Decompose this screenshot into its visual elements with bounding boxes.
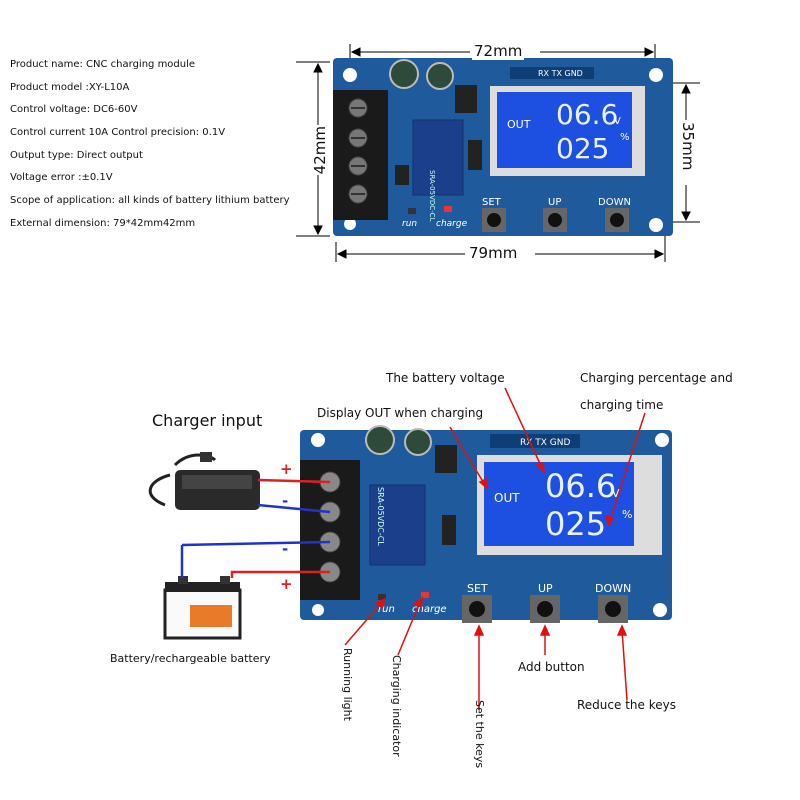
set-keys-label: Set the keys xyxy=(473,700,486,769)
battery-label: Battery/rechargeable battery xyxy=(110,652,271,665)
dim-top-72: 72mm xyxy=(472,42,525,60)
relay xyxy=(412,119,464,196)
charger-adapter-icon xyxy=(148,452,260,510)
bottom-wiring-figure: SRA-05VDC-CL RX TX GND OUT 06.6 V 025 % … xyxy=(148,387,672,710)
top-lcd xyxy=(497,92,632,168)
spec-voltage-error: Voltage error :±0.1V xyxy=(10,172,113,183)
battery-voltage-label: The battery voltage xyxy=(386,371,505,385)
svg-text:OUT: OUT xyxy=(507,118,531,131)
svg-text:SRA-05VDC-CL: SRA-05VDC-CL xyxy=(428,170,436,222)
callout-arrows xyxy=(344,387,646,710)
spec-dimension: External dimension: 79*42mm42mm xyxy=(10,218,196,229)
minus-top: - xyxy=(282,492,289,510)
svg-text:SRA-05VDC-CL: SRA-05VDC-CL xyxy=(376,487,385,546)
svg-text:run: run xyxy=(378,604,395,615)
dim-right-35: 35mm xyxy=(677,122,699,171)
spec-control-current: Control current 10A Control precision: 0… xyxy=(10,127,226,138)
svg-text:%: % xyxy=(622,508,632,521)
svg-text:V: V xyxy=(612,487,620,500)
charging-time-label: charging time xyxy=(580,398,664,412)
top-header-label: RX TX GND xyxy=(538,69,583,78)
svg-text:V: V xyxy=(614,116,621,127)
reduce-keys-label: Reduce the keys xyxy=(577,698,676,712)
plus-top: + xyxy=(280,460,293,478)
battery-icon xyxy=(163,576,242,640)
svg-text:DOWN: DOWN xyxy=(595,582,631,595)
dim-bottom-79: 79mm xyxy=(467,244,520,262)
plus-bottom: + xyxy=(280,575,293,593)
dimension-lines xyxy=(296,44,700,262)
svg-text:charge: charge xyxy=(412,604,447,615)
spec-scope: Scope of application: all kinds of batte… xyxy=(10,195,290,206)
svg-text:06.6: 06.6 xyxy=(556,98,618,131)
charger-input-label: Charger input xyxy=(152,411,263,430)
svg-text:%: % xyxy=(620,132,630,143)
spec-output-type: Output type: Direct output xyxy=(10,150,143,161)
svg-text:06.6: 06.6 xyxy=(545,467,616,505)
svg-text:SET: SET xyxy=(467,582,488,595)
svg-text:run: run xyxy=(402,219,417,229)
svg-text:025: 025 xyxy=(545,505,606,543)
spec-control-voltage: Control voltage: DC6-60V xyxy=(10,104,138,115)
spec-model: Product model :XY-L10A xyxy=(10,82,130,93)
svg-text:OUT: OUT xyxy=(494,491,520,505)
svg-text:UP: UP xyxy=(548,197,561,208)
bottom-lcd xyxy=(484,462,634,546)
svg-text:charge: charge xyxy=(436,219,468,229)
svg-text:025: 025 xyxy=(556,132,609,165)
running-light-label: Running light xyxy=(341,648,354,721)
add-button-label: Add button xyxy=(518,660,585,674)
top-board-figure: SRA-05VDC-CL RX TX GND OUT 06.6 V 025 % … xyxy=(296,44,700,262)
svg-text:UP: UP xyxy=(538,582,553,595)
charging-indicator-label: Charging indicator xyxy=(390,655,403,757)
charging-percentage-label: Charging percentage and xyxy=(580,371,733,385)
svg-text:SET: SET xyxy=(482,197,502,208)
minus-bottom: - xyxy=(282,540,289,558)
spec-product-name: Product name: CNC charging module xyxy=(10,59,196,70)
svg-text:DOWN: DOWN xyxy=(598,197,631,208)
svg-text:RX TX GND: RX TX GND xyxy=(520,438,571,448)
dim-left-42: 42mm xyxy=(309,126,331,175)
display-out-label: Display OUT when charging xyxy=(317,406,484,420)
